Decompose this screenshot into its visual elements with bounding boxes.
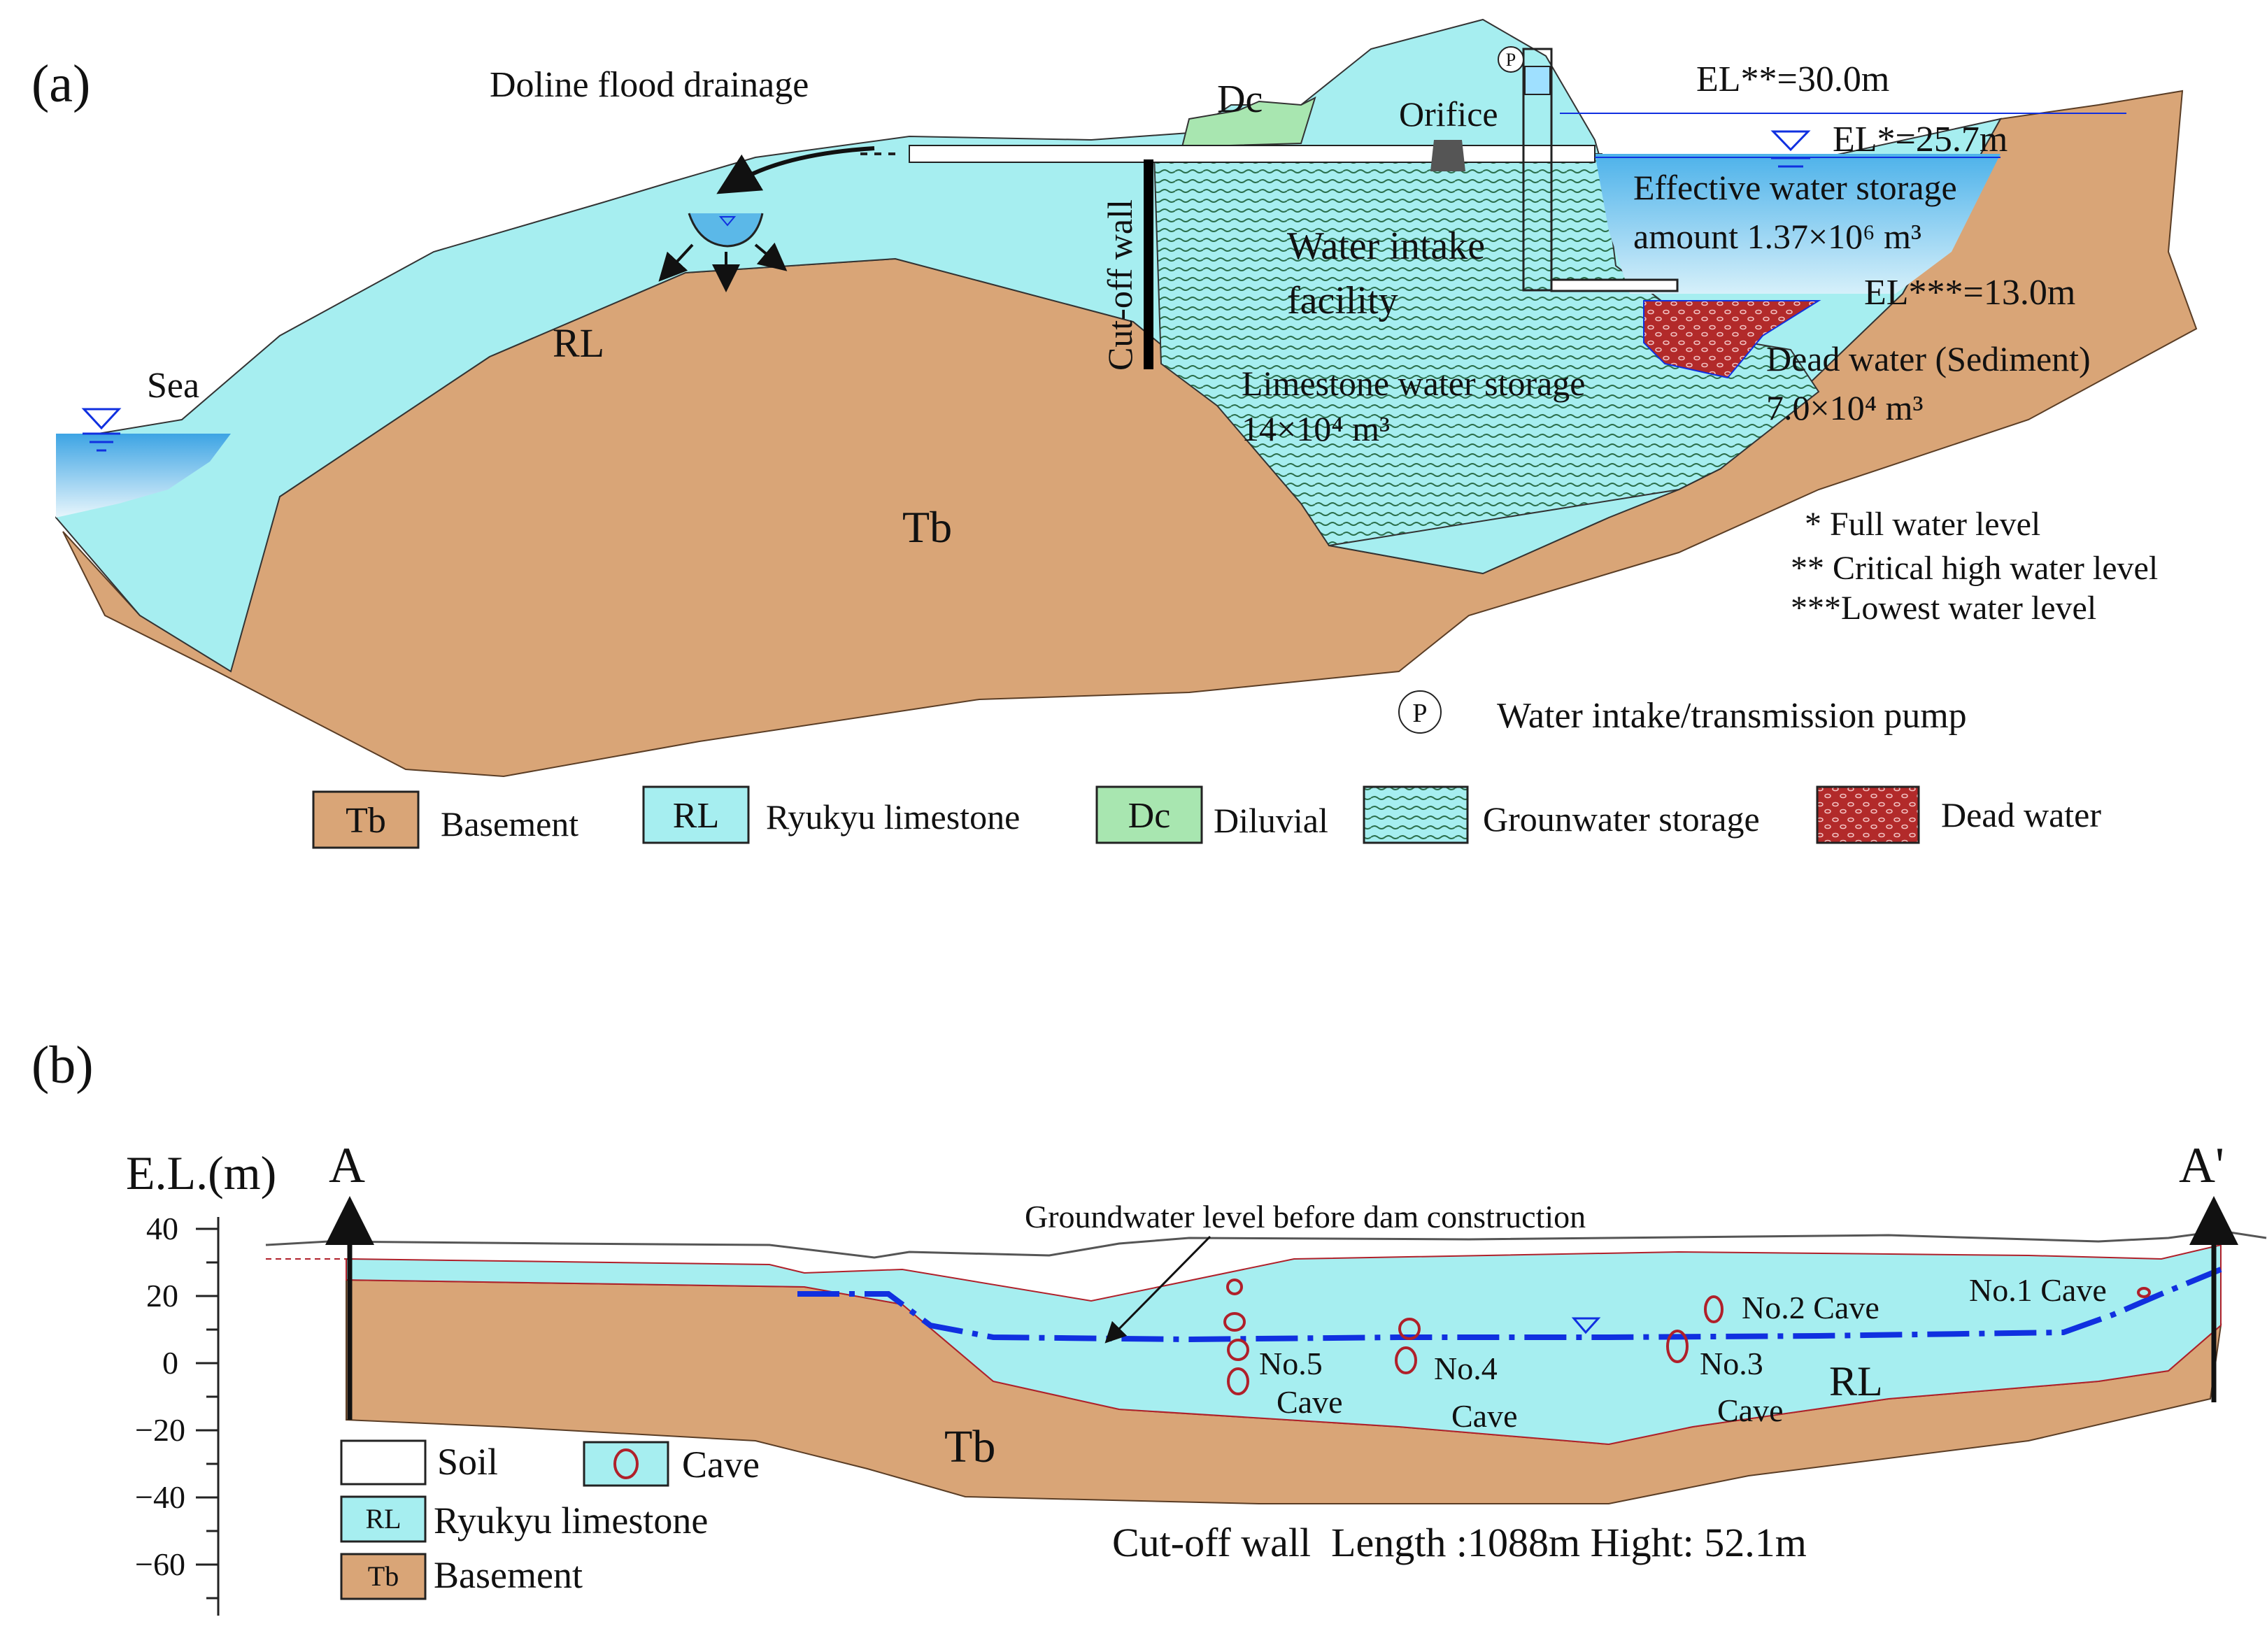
reservoir-level-symbol (1770, 130, 1811, 168)
legend-diluvial: Diluvial (1214, 801, 1328, 840)
cave-no5d (1227, 1367, 1249, 1395)
cave-no1 (2137, 1287, 2151, 1298)
limestone-storage-line1: Limestone water storage (1242, 364, 1585, 403)
point-a-prime-label: A' (2179, 1137, 2224, 1193)
y-tick-0: 0 (162, 1345, 178, 1381)
caves (1223, 1279, 2151, 1395)
b-limestone-region (346, 1244, 2222, 1446)
panel-b-label: (b) (31, 1036, 94, 1095)
panel-b-legend: Soil Cave RL Ryukyu limestone Tb Basemen… (340, 1439, 760, 1600)
cave-no5a (1226, 1279, 1243, 1295)
el-critical-label: EL**=30.0m (1696, 59, 1889, 99)
cave-no5-label: No.5 (1259, 1346, 1323, 1381)
y-axis-title: E.L.(m) (126, 1146, 276, 1199)
reservoir-water (1595, 154, 2000, 294)
groundwater-storage (1153, 153, 1820, 547)
water-intake-line2: facility (1287, 279, 1398, 322)
panel-a-legend: Tb Basement RL Ryukyu limestone Dc Diluv… (312, 785, 2101, 849)
b-rl-label: RL (1829, 1358, 1883, 1404)
cave-no4-sub: Cave (1451, 1398, 1518, 1434)
water-level-symbol (1571, 1317, 1601, 1334)
pump-box (1524, 66, 1551, 95)
el-lowest-label: EL***=13.0m (1864, 273, 2075, 313)
panel-a: (a) P (31, 18, 2198, 849)
water-intake-line1: Water intake (1287, 225, 1485, 268)
soil-surface-line (265, 1230, 2267, 1259)
legend-b-limestone: Ryukyu limestone (434, 1500, 708, 1541)
point-a-label: A (329, 1137, 365, 1193)
y-axis-ticks (196, 1227, 218, 1600)
doline (688, 213, 764, 248)
panel-a-label: (a) (31, 55, 90, 113)
cave-no2 (1704, 1295, 1724, 1323)
top-slab (909, 145, 1596, 163)
cutoff-wall (1144, 159, 1153, 369)
cave-no3-label: No.3 (1700, 1346, 1763, 1381)
cave-no2-label: No.2 Cave (1742, 1290, 1879, 1325)
legend-soil: Soil (437, 1441, 498, 1483)
y-tick-20: 20 (146, 1278, 178, 1313)
legend-b-tb-code: Tb (368, 1560, 399, 1592)
panel-b: (b) E.L.(m) 40 20 0 −20 −40 −60 (31, 1036, 2267, 1616)
doline-arrow (716, 146, 875, 194)
legend-cave: Cave (682, 1444, 760, 1486)
gw-pointer (1104, 1235, 1211, 1344)
dead-water-line1: Dead water (Sediment) (1766, 339, 2091, 378)
legend-basement: Basement (441, 804, 578, 843)
doline-label: Doline flood drainage (490, 65, 809, 105)
legend-dead-water: Dead water (1941, 795, 2101, 834)
pump-symbol (1498, 46, 1524, 73)
intake-pipe-arm (1550, 278, 1679, 292)
effective-storage-line2: amount 1.37×10⁶ m³ (1633, 217, 1921, 256)
dead-water-region (1643, 300, 1821, 379)
cave-no3 (1666, 1330, 1689, 1363)
cutoff-wall-spec: Cut-off wall Length :1088m Hight: 52.1m (1112, 1520, 1807, 1565)
gw-level-label: Groundwater level before dam constructio… (1025, 1199, 1586, 1234)
b-tb-label: Tb (944, 1421, 995, 1472)
cave-no4b (1395, 1346, 1417, 1374)
pump-legend-letter: P (1412, 699, 1427, 728)
orifice-block (1430, 140, 1465, 171)
cave-no5-sub: Cave (1277, 1384, 1343, 1420)
legend-groundwater: Grounwater storage (1483, 799, 1760, 839)
el-full-label: EL*=25.7m (1833, 120, 2007, 159)
note-lowest: ***Lowest water level (1791, 590, 2096, 627)
limestone-storage-line2: 14×10⁴ m³ (1242, 409, 1390, 448)
dead-water-line2: 7.0×10⁴ m³ (1766, 388, 1924, 427)
legend-limestone: Ryukyu limestone (766, 797, 1020, 836)
y-tick-minus40: −40 (135, 1479, 185, 1515)
cave-no5c (1227, 1339, 1249, 1361)
cave-no5b (1223, 1312, 1246, 1332)
y-tick-minus60: −60 (135, 1546, 185, 1582)
legend-b-rl-code: RL (365, 1503, 401, 1534)
y-tick-40: 40 (146, 1211, 178, 1246)
note-critical: ** Critical high water level (1791, 550, 2158, 587)
sea-level-symbol (81, 408, 122, 452)
legend-tb-code: Tb (346, 801, 386, 841)
groundwater-level-line (797, 1267, 2222, 1343)
cave-no4a (1398, 1318, 1421, 1340)
note-full: * Full water level (1805, 506, 2040, 543)
pump-symbol-letter: P (1506, 50, 1516, 70)
tb-label: Tb (902, 502, 952, 552)
sea-water (56, 434, 231, 518)
orifice-label: Orifice (1399, 94, 1498, 134)
sea-label: Sea (147, 366, 199, 406)
cutoff-wall-label: Cut-off wall (1100, 199, 1139, 371)
intake-pipe (1522, 48, 1553, 292)
y-tick-minus20: −20 (135, 1412, 185, 1448)
effective-storage-line1: Effective water storage (1633, 168, 1957, 207)
cave-no1-label: No.1 Cave (1969, 1272, 2107, 1308)
rl-label: RL (553, 320, 604, 366)
diluvial-region (1181, 97, 1316, 148)
cave-no4-label: No.4 (1434, 1351, 1498, 1386)
legend-b-basement: Basement (434, 1554, 583, 1596)
legend-rl-code: RL (673, 796, 719, 836)
pump-legend-label: Water intake/transmission pump (1497, 696, 1967, 736)
pump-legend-symbol (1398, 690, 1442, 734)
dc-label: Dc (1217, 78, 1263, 121)
legend-dc-code: Dc (1128, 796, 1171, 836)
cave-no3-sub: Cave (1717, 1393, 1784, 1428)
